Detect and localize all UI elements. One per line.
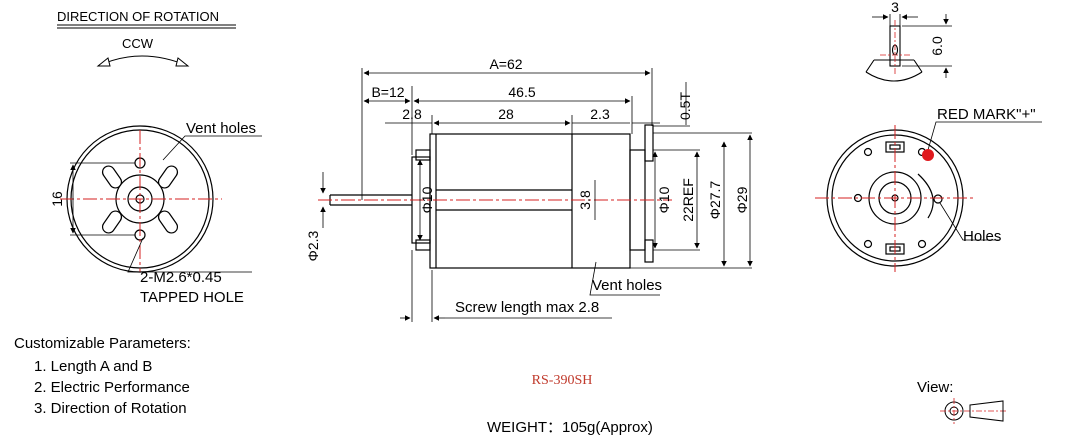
dim-a: A=62 (489, 56, 522, 72)
screw-note: Screw length max 2.8 (455, 299, 599, 316)
weight-label: WEIGHT：105g(Approx) (487, 419, 653, 436)
front-vent-label: Vent holes (186, 120, 256, 137)
dim-0-5t: 0.5T (677, 92, 693, 120)
holes-label: Holes (963, 228, 1001, 245)
dim-28: 28 (498, 106, 514, 122)
dim-shaft-dia: Φ2.3 (305, 230, 321, 261)
terminal-height-dim: 6.0 (929, 36, 945, 56)
tap-line2: TAPPED HOLE (140, 289, 244, 306)
rotation-block: DIRECTION OF ROTATION CCW (57, 9, 236, 67)
front-height-dim: 16 (49, 191, 65, 207)
red-mark-dot (922, 149, 934, 161)
side-view (318, 68, 753, 322)
param-item-2: 2. Electric Performance (34, 379, 190, 396)
dim-22ref: 22REF (680, 178, 696, 222)
ccw-arrow-icon (97, 55, 189, 67)
tap-line1: 2-M2.6*0.45 (140, 269, 222, 286)
rear-view (815, 121, 1042, 272)
rotation-direction: CCW (122, 36, 154, 51)
rotation-title: DIRECTION OF ROTATION (57, 9, 219, 24)
dim-2-8: 2.8 (402, 106, 422, 122)
dim-boss-right: Φ10 (656, 186, 672, 213)
dim-46-5: 46.5 (508, 84, 535, 100)
params-heading: Customizable Parameters: (14, 335, 191, 352)
side-vent-label: Vent holes (592, 277, 662, 294)
view-label: View: (917, 379, 953, 396)
terminal-view (865, 14, 952, 82)
front-view (60, 125, 262, 273)
param-item-1: 1. Length A and B (34, 358, 153, 375)
dim-boss-left: Φ10 (419, 186, 435, 213)
dim-2-3: 2.3 (590, 106, 610, 122)
red-mark-label: RED MARK"+" (937, 106, 1036, 123)
model-number: RS-390SH (532, 373, 593, 388)
projection-symbol-icon (940, 398, 1008, 424)
dim-29: Φ29 (734, 186, 750, 213)
terminal-width-dim: 3 (891, 0, 899, 15)
dim-b: B=12 (371, 84, 404, 100)
dim-27-7: Φ27.7 (707, 181, 723, 220)
dim-3-8: 3.8 (577, 190, 593, 210)
param-item-3: 3. Direction of Rotation (34, 400, 187, 417)
